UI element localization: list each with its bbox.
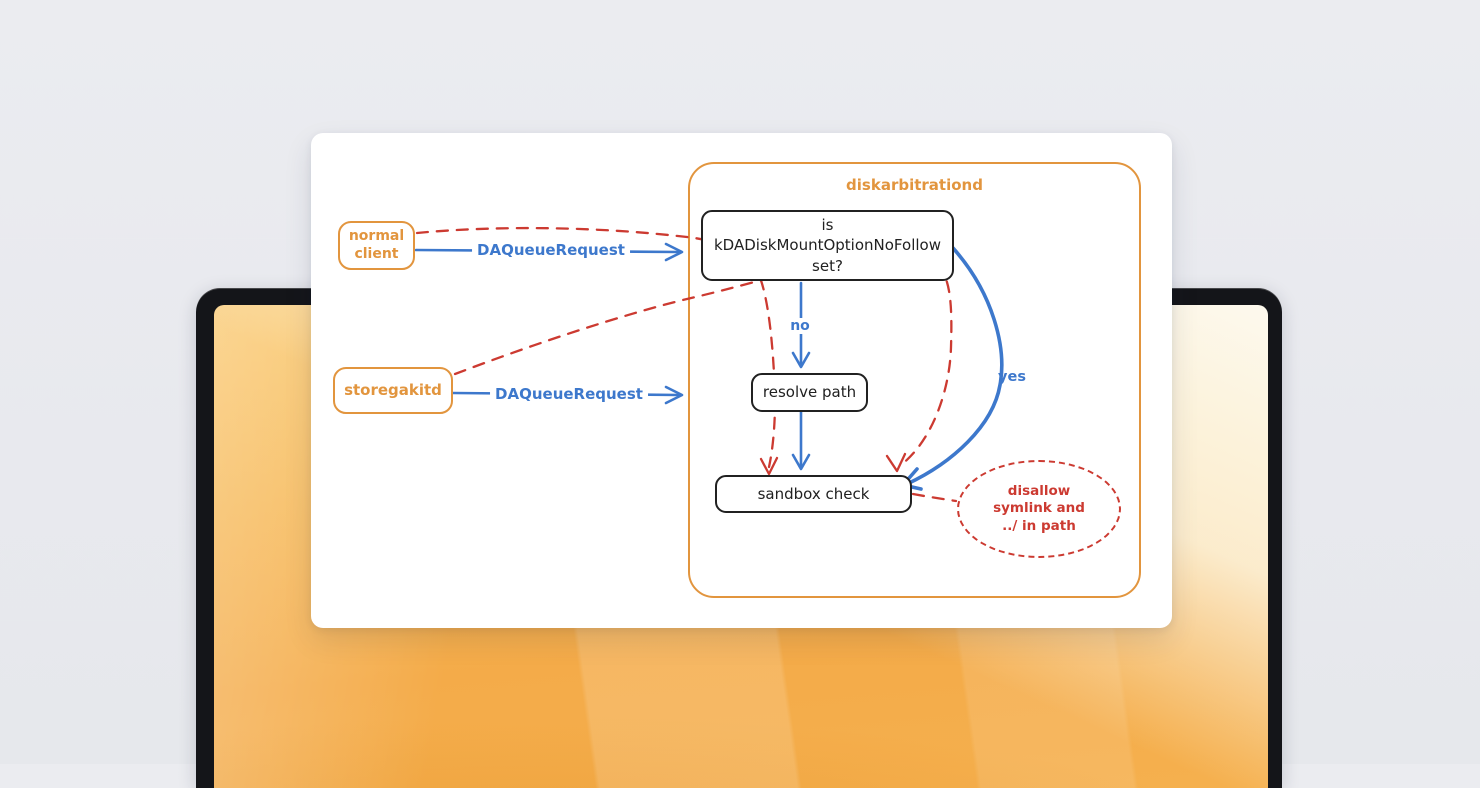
- edge-label-daqueuerequest-1: DAQueueRequest: [472, 241, 630, 259]
- arrowhead-daqueuerequest-2: [664, 385, 684, 405]
- node-storegakitd-label: storegakitd: [344, 381, 442, 400]
- note-disallow-symlink: disallow symlink and ../ in path: [957, 460, 1121, 558]
- diagram-card: diskarbitrationd: [311, 133, 1172, 628]
- node-question: is kDADiskMountOptionNoFollow set?: [701, 210, 954, 281]
- edge-label-yes: yes: [998, 369, 1026, 385]
- node-question-label: is kDADiskMountOptionNoFollow set?: [714, 216, 941, 275]
- node-sandbox-check-label: sandbox check: [757, 484, 870, 503]
- node-sandbox-check: sandbox check: [715, 475, 912, 513]
- edge-label-no: no: [785, 318, 815, 334]
- diskarbitrationd-label: diskarbitrationd: [846, 176, 983, 194]
- note-disallow-symlink-label: disallow symlink and ../ in path: [993, 482, 1085, 534]
- node-normal-client-label: normal client: [348, 228, 405, 262]
- arrowhead-daqueuerequest-1: [664, 242, 684, 262]
- node-resolve-path-label: resolve path: [762, 383, 857, 402]
- edge-label-daqueuerequest-2: DAQueueRequest: [490, 385, 648, 403]
- desktop-background: diskarbitrationd: [196, 133, 1282, 788]
- node-storegakitd: storegakitd: [333, 367, 453, 414]
- node-normal-client: normal client: [338, 221, 415, 270]
- node-resolve-path: resolve path: [751, 373, 868, 412]
